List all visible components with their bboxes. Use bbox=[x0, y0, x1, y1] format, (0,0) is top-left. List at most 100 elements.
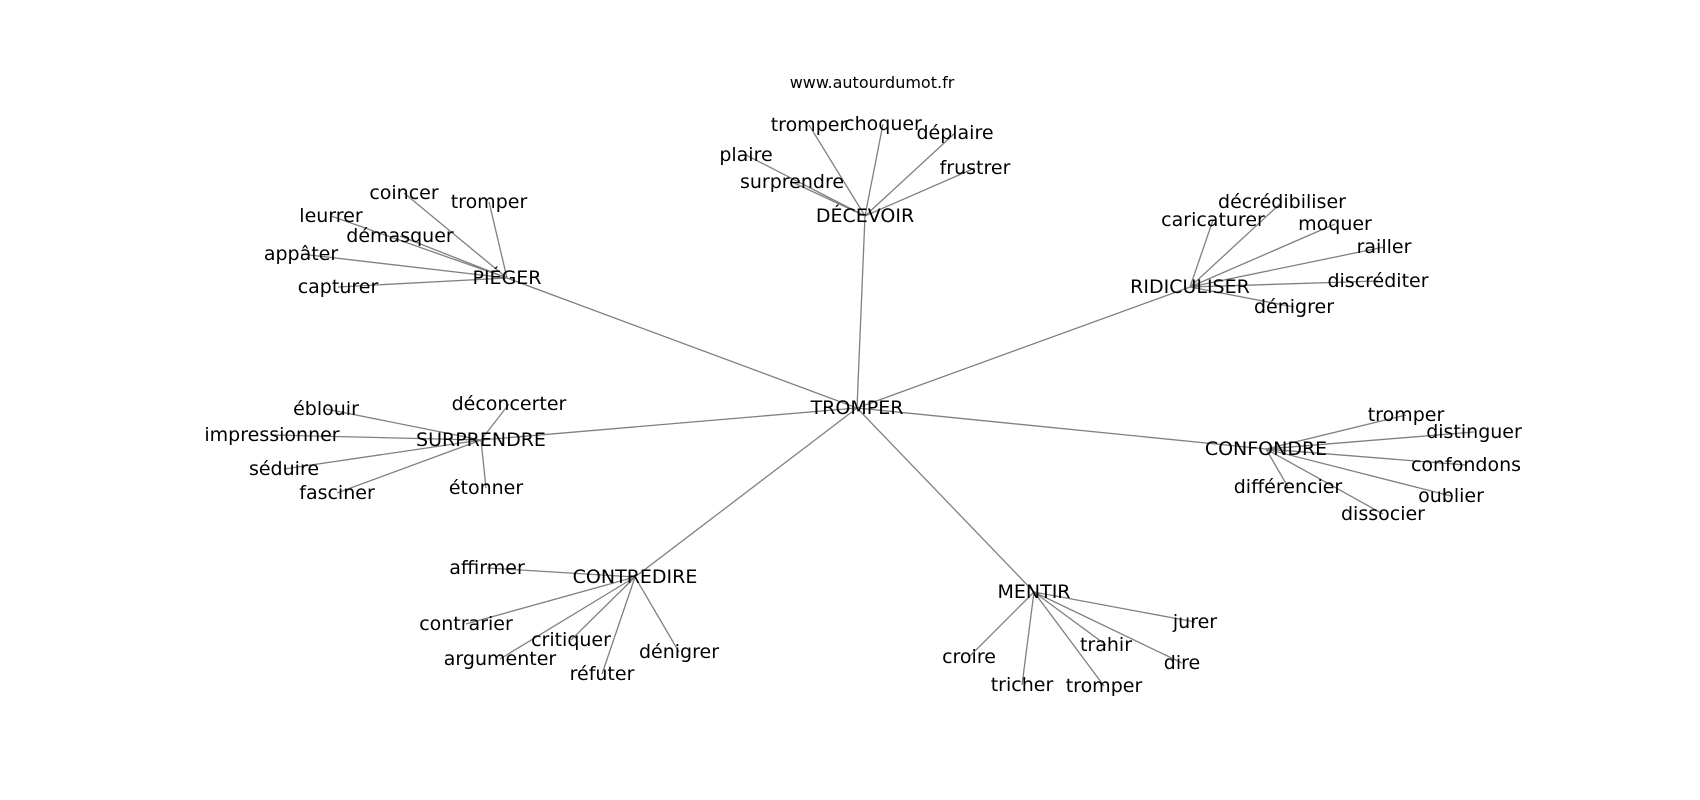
edge-hub-to-leaf bbox=[1189, 246, 1385, 288]
edge-hub-to-leaf bbox=[499, 576, 636, 660]
leaf-node-label: capturer bbox=[298, 276, 379, 298]
edge-hub-to-leaf bbox=[864, 132, 956, 217]
edge-hub-to-leaf bbox=[1033, 591, 1105, 687]
edge-hub-to-leaf bbox=[1265, 414, 1407, 450]
edges bbox=[271, 123, 1475, 687]
leaf-node-label: réfuter bbox=[570, 663, 635, 685]
hub-node-label: DÉCEVOIR bbox=[816, 204, 914, 227]
leaf-node-label: éblouir bbox=[293, 398, 359, 420]
leaf-node-label: coincer bbox=[369, 182, 439, 204]
edge-hub-to-leaf bbox=[570, 576, 636, 641]
hub-node-label: PIÉGER bbox=[473, 266, 542, 289]
hub-node-label: CONFONDRE bbox=[1205, 438, 1327, 460]
edge-hub-to-leaf bbox=[1189, 219, 1214, 288]
edge-hub-to-leaf bbox=[791, 181, 866, 217]
leaf-node-label: leurrer bbox=[299, 205, 363, 227]
edge-hub-to-leaf bbox=[634, 576, 680, 653]
edge-root-to-hub bbox=[856, 286, 1191, 409]
node-labels: tromperchoquerdéplaireplairesurprendrefr… bbox=[204, 113, 1522, 697]
leaf-node-label: distinguer bbox=[1426, 421, 1522, 443]
edge-hub-to-leaf bbox=[968, 591, 1035, 658]
hub-node-label: RIDICULISER bbox=[1130, 276, 1250, 298]
edge-hub-to-leaf bbox=[337, 277, 508, 288]
edge-root-to-hub bbox=[634, 407, 858, 578]
leaf-node-label: dénigrer bbox=[1254, 296, 1334, 318]
edge-hub-to-leaf bbox=[745, 154, 866, 217]
edge-hub-to-leaf bbox=[1265, 431, 1475, 450]
leaf-node-label: argumenter bbox=[444, 648, 557, 670]
edge-hub-to-leaf bbox=[1265, 448, 1384, 515]
leaf-node-label: tricher bbox=[991, 674, 1054, 696]
edge-hub-to-leaf bbox=[480, 403, 510, 441]
leaf-node-label: dissocier bbox=[1341, 503, 1425, 525]
leaf-node-label: railler bbox=[1357, 236, 1412, 258]
edge-hub-to-leaf bbox=[465, 576, 636, 625]
leaf-node-label: tromper bbox=[1368, 404, 1445, 426]
edge-hub-to-leaf bbox=[325, 408, 482, 441]
edge-hub-to-leaf bbox=[864, 167, 976, 217]
edge-hub-to-leaf bbox=[864, 123, 884, 217]
hub-node-label: CONTREDIRE bbox=[573, 566, 698, 588]
edge-root-to-hub bbox=[506, 277, 858, 409]
edge-hub-to-leaf bbox=[330, 215, 508, 279]
leaf-node-label: dénigrer bbox=[639, 641, 719, 663]
edge-root-to-hub bbox=[856, 215, 866, 409]
leaf-node-label: trahir bbox=[1080, 634, 1132, 656]
edge-hub-to-leaf bbox=[300, 253, 508, 279]
edge-hub-to-leaf bbox=[808, 124, 866, 217]
hub-node-label: SURPRENDRE bbox=[416, 429, 546, 451]
leaf-node-label: croire bbox=[942, 646, 996, 668]
edge-hub-to-leaf bbox=[1021, 591, 1035, 686]
edge-hub-to-leaf bbox=[1189, 280, 1379, 288]
source-url: www.autourdumot.fr bbox=[790, 73, 955, 92]
leaf-node-label: dire bbox=[1164, 652, 1200, 674]
leaf-node-label: décrédibiliser bbox=[1218, 191, 1346, 213]
edge-hub-to-leaf bbox=[1265, 448, 1452, 497]
leaf-node-label: affirmer bbox=[449, 557, 525, 579]
edge-hub-to-leaf bbox=[1265, 448, 1289, 488]
edge-hub-to-leaf bbox=[1265, 448, 1467, 466]
root-node-label: TROMPER bbox=[810, 397, 904, 419]
edge-hub-to-leaf bbox=[1033, 591, 1107, 646]
edge-hub-to-leaf bbox=[601, 576, 636, 675]
edge-hub-to-leaf bbox=[488, 201, 508, 279]
leaf-node-label: moquer bbox=[1298, 213, 1372, 235]
leaf-node-label: confondons bbox=[1411, 454, 1521, 476]
leaf-node-label: démasquer bbox=[346, 225, 454, 247]
edge-root-to-hub bbox=[856, 407, 1035, 593]
edge-hub-to-leaf bbox=[486, 567, 636, 578]
leaf-node-label: étonner bbox=[449, 477, 524, 499]
edge-hub-to-leaf bbox=[1033, 591, 1196, 623]
edge-hub-to-leaf bbox=[1189, 201, 1283, 288]
leaf-node-label: tromper bbox=[451, 191, 528, 213]
leaf-node-label: jurer bbox=[1172, 611, 1217, 633]
leaf-node-label: séduire bbox=[249, 458, 319, 480]
edge-hub-to-leaf bbox=[283, 439, 482, 470]
edge-root-to-hub bbox=[480, 407, 858, 441]
leaf-node-label: déconcerter bbox=[452, 393, 567, 415]
leaf-node-label: déplaire bbox=[916, 122, 993, 144]
leaf-node-label: tromper bbox=[771, 114, 848, 136]
edge-hub-to-leaf bbox=[271, 434, 482, 441]
leaf-node-label: frustrer bbox=[940, 157, 1011, 179]
edge-hub-to-leaf bbox=[480, 439, 487, 489]
leaf-node-label: différencier bbox=[1234, 476, 1343, 498]
leaf-node-label: surprendre bbox=[740, 171, 844, 193]
leaf-node-label: choquer bbox=[844, 113, 922, 135]
edge-hub-to-leaf bbox=[1033, 591, 1183, 664]
edge-hub-to-leaf bbox=[1189, 286, 1295, 308]
edge-hub-to-leaf bbox=[336, 439, 482, 494]
edge-hub-to-leaf bbox=[1189, 223, 1336, 288]
edge-root-to-hub bbox=[856, 407, 1267, 450]
leaf-node-label: fasciner bbox=[299, 482, 375, 504]
hub-node-label: MENTIR bbox=[997, 581, 1070, 603]
edge-hub-to-leaf bbox=[403, 192, 508, 279]
leaf-node-label: caricaturer bbox=[1161, 209, 1265, 231]
leaf-node-label: contrarier bbox=[419, 613, 513, 635]
leaf-node-label: impressionner bbox=[204, 424, 339, 446]
leaf-node-label: discréditer bbox=[1327, 270, 1428, 292]
leaf-node-label: critiquer bbox=[531, 629, 611, 651]
leaf-node-label: plaire bbox=[719, 144, 772, 166]
